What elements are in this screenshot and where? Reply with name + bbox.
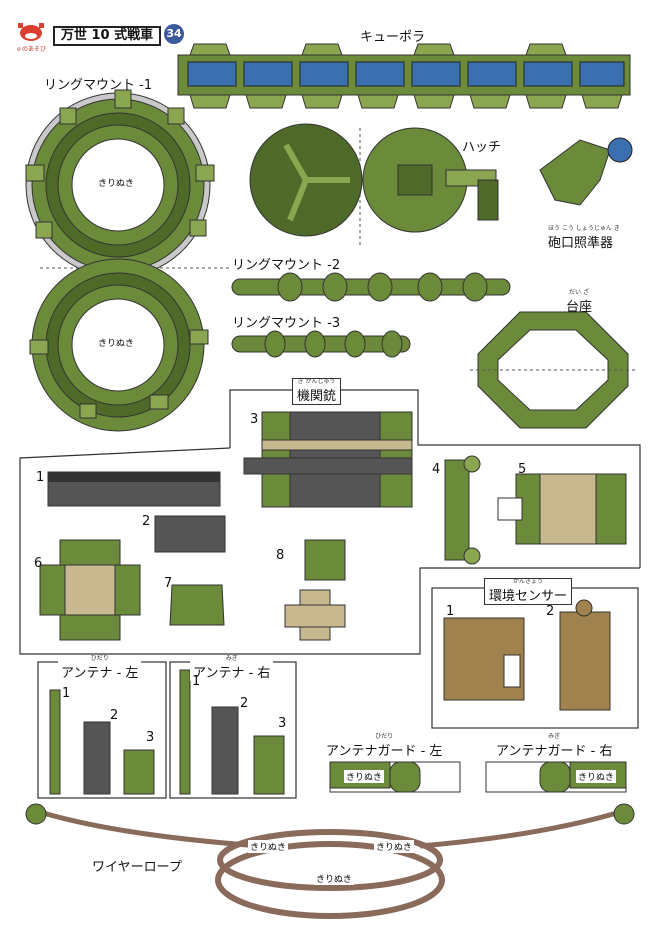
cut-out-label-rope-1: きりぬき <box>248 840 288 853</box>
ring-mount-3-strip <box>231 330 411 358</box>
wire-rope-label: ワイヤーロープ <box>92 860 182 875</box>
antenna-guard-left-ruby: ひだり <box>375 733 394 740</box>
part-number: 7 <box>164 576 173 591</box>
part-number: 5 <box>518 462 527 477</box>
mg-part-3 <box>243 411 413 508</box>
env-sensor-part-1 <box>443 617 525 701</box>
pedestal-label: だい ざ 台座 <box>566 289 593 316</box>
pedestal-part <box>470 311 635 429</box>
brand-text: ｅのあそび <box>16 46 47 53</box>
wire-rope-part <box>25 803 635 919</box>
machine-gun-label: き かんじゅう 機関銃 <box>292 378 342 405</box>
cut-out-label-rope-3: きりぬき <box>314 872 354 885</box>
part-number: 2 <box>240 696 249 711</box>
part-number: 6 <box>34 556 43 571</box>
mg-part-2 <box>154 515 226 553</box>
ring-mount-2-strip <box>231 272 511 302</box>
cupola-part <box>177 43 631 109</box>
part-number: 1 <box>446 604 455 619</box>
sight-ruby: ほう こう しょうじゅん き <box>548 225 620 232</box>
pedestal-label-text: 台座 <box>566 300 593 315</box>
antenna-right-label: みぎ アンテナ - 右 <box>190 655 274 681</box>
antenna-guard-right-ruby: みぎ <box>548 733 561 740</box>
antenna-guard-left-part <box>329 761 461 793</box>
part-number: 3 <box>250 412 259 427</box>
part-number: 1 <box>192 674 201 689</box>
antenna-left-ruby: ひだり <box>90 655 109 662</box>
cut-out-label-ring2: きりぬき <box>96 336 136 349</box>
cow-logo-icon <box>18 23 44 41</box>
mg-part-7 <box>169 584 225 626</box>
part-number: 2 <box>110 708 119 723</box>
antenna-left-parts <box>49 689 155 795</box>
machine-gun-frame <box>229 389 641 568</box>
env-sensor-ruby: かんきょう <box>513 578 544 585</box>
cut-out-label-guard-right: きりぬき <box>576 770 616 783</box>
env-sensor-part-2 <box>559 599 611 711</box>
part-number: 1 <box>36 470 45 485</box>
mg-part-6 <box>39 539 141 641</box>
part-number: 2 <box>142 514 151 529</box>
antenna-right-parts <box>179 669 285 795</box>
sight-label-text: 砲口照準器 <box>548 236 614 251</box>
antenna-guard-right-label-text: アンテナガード - 右 <box>496 744 613 759</box>
page-title: 万世 10 式戦車 <box>53 26 161 46</box>
antenna-left-label-text: アンテナ - 左 <box>61 666 139 681</box>
ring-mount-2-label: リングマウント -2 <box>232 258 341 273</box>
antenna-guard-left-label: ひだり アンテナガード - 左 <box>326 733 443 760</box>
env-sensor-label: かんきょう 環境センサー <box>484 578 573 605</box>
page-number-badge: 34 <box>164 24 184 44</box>
ring-mount-1-label: リングマウント -1 <box>44 78 153 93</box>
ring-mount-3-label: リングマウント -3 <box>232 316 341 331</box>
cut-out-label-rope-2: きりぬき <box>374 840 414 853</box>
mg-part-8 <box>284 539 346 641</box>
part-number: 8 <box>276 548 285 563</box>
antenna-right-label-text: アンテナ - 右 <box>193 666 271 681</box>
sight-label: ほう こう しょうじゅん き 砲口照準器 <box>548 225 620 252</box>
mg-part-5 <box>497 473 627 545</box>
part-number: 3 <box>146 730 155 745</box>
part-number: 1 <box>62 686 71 701</box>
sight-part <box>539 137 633 206</box>
machine-gun-label-text: 機関銃 <box>297 389 337 404</box>
pedestal-ruby: だい ざ <box>569 289 589 296</box>
mg-part-1 <box>47 471 221 507</box>
env-sensor-label-text: 環境センサー <box>489 589 568 604</box>
machine-gun-ruby: き かんじゅう <box>297 378 336 385</box>
cut-out-label-ring1: きりぬき <box>96 176 136 189</box>
antenna-right-ruby: みぎ <box>225 655 238 662</box>
part-number: 3 <box>278 716 287 731</box>
hatch-label: ハッチ <box>462 140 502 155</box>
mg-part-4 <box>444 455 481 565</box>
cut-out-label-guard-left: きりぬき <box>344 770 384 783</box>
part-number: 2 <box>546 604 555 619</box>
antenna-guard-right-label: みぎ アンテナガード - 右 <box>496 733 613 760</box>
hatch-part <box>249 123 499 245</box>
cupola-label: キューポラ <box>360 30 426 45</box>
antenna-guard-left-label-text: アンテナガード - 左 <box>326 744 443 759</box>
part-number: 4 <box>432 462 441 477</box>
antenna-left-label: ひだり アンテナ - 左 <box>58 655 142 681</box>
